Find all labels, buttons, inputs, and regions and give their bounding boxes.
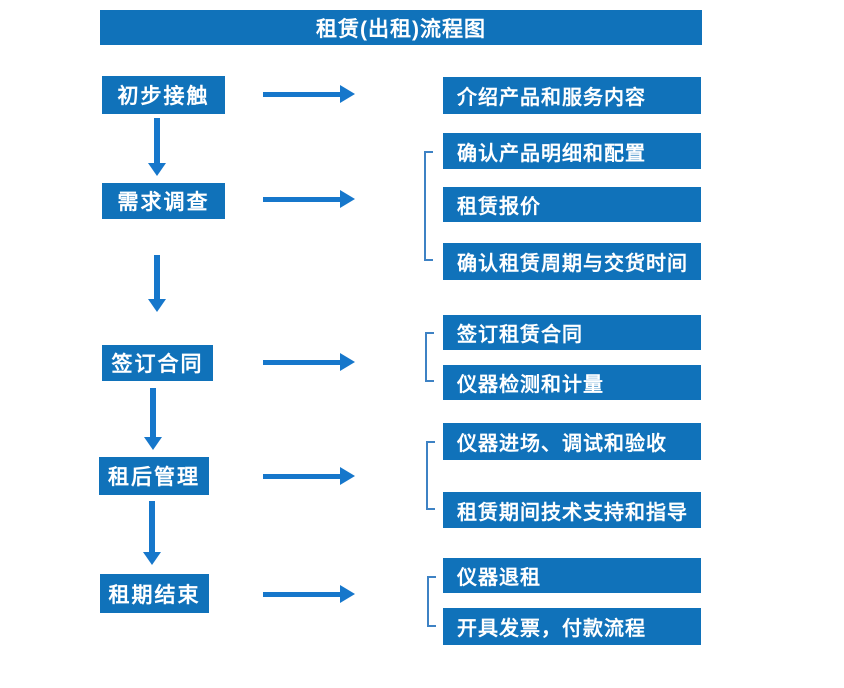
down-arrow-icon [148,118,166,176]
page-title: 租赁(出租)流程图 [316,17,486,41]
right-arrow-icon [263,585,355,603]
detail-box: 签订租赁合同 [443,315,701,350]
detail-box: 仪器进场、调试和验收 [443,423,701,460]
step-box-initial-contact: 初步接触 [102,76,225,114]
group-bracket [427,576,436,627]
group-bracket [426,441,435,510]
detail-box: 确认租赁周期与交货时间 [443,243,701,280]
detail-box: 租赁报价 [443,187,701,222]
right-arrow-icon [263,353,355,371]
step-box-post-rental-management: 租后管理 [99,457,209,495]
right-arrow-icon [263,467,355,485]
group-bracket [425,332,434,382]
right-arrow-icon [263,85,355,103]
right-arrow-icon [263,190,355,208]
down-arrow-icon [148,255,166,312]
detail-box: 仪器检测和计量 [443,365,701,400]
title-bar: 租赁(出租)流程图 [100,10,702,45]
group-bracket [424,151,433,261]
detail-box: 确认产品明细和配置 [443,133,701,169]
step-box-rental-end: 租期结束 [100,574,209,613]
detail-box: 开具发票，付款流程 [443,608,701,645]
step-box-sign-contract: 签订合同 [102,345,213,381]
detail-box: 仪器退租 [443,558,701,593]
step-box-demand-survey: 需求调查 [102,183,225,219]
down-arrow-icon [144,388,162,450]
detail-box: 介绍产品和服务内容 [443,77,701,114]
down-arrow-icon [143,501,161,565]
detail-box: 租赁期间技术支持和指导 [443,492,701,528]
